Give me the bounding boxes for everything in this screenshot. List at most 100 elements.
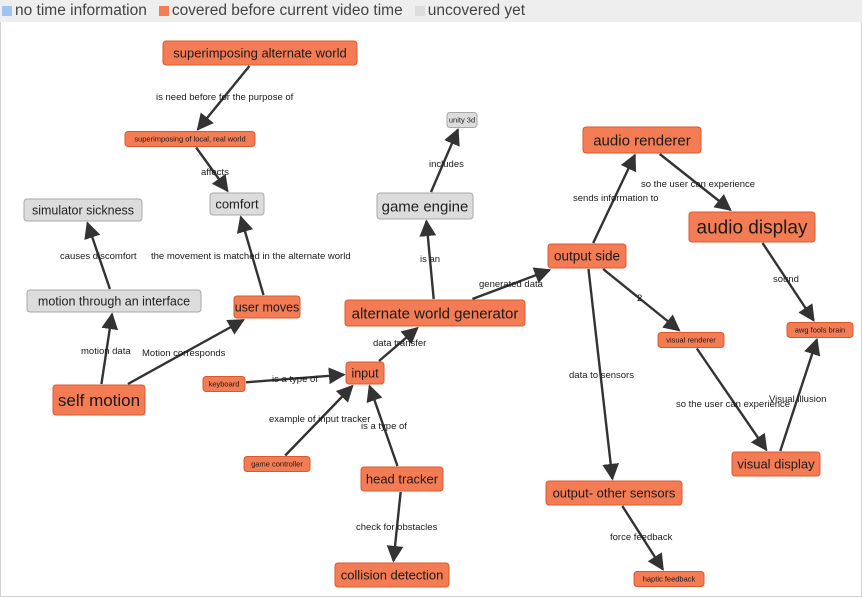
node-collision-detection[interactable]: collision detection — [334, 562, 450, 588]
node-label: output- other sensors — [553, 486, 676, 501]
legend-label: no time information — [15, 2, 147, 19]
edge-label: the movement is matched in the alternate… — [151, 251, 351, 262]
edge-superimposing-local-to-comfort — [195, 146, 229, 193]
node-box[interactable] — [582, 126, 702, 154]
edge-label: 2 — [637, 293, 642, 304]
node-box[interactable] — [688, 211, 816, 243]
node-box[interactable] — [376, 192, 474, 220]
edge-game-controller-to-input — [284, 384, 354, 457]
node-user-moves[interactable]: user moves — [233, 295, 301, 319]
node-label: simulator sickness — [32, 203, 134, 217]
edge-self-motion-to-motion-interface — [100, 312, 119, 385]
node-label: game controller — [251, 460, 303, 469]
node-awg-fools-brain[interactable]: awg fools brain — [786, 322, 854, 338]
node-superimposing-alt[interactable]: superimposing alternate world — [162, 40, 358, 66]
node-box[interactable] — [446, 112, 478, 128]
legend-item-uncovered[interactable]: uncovered yet — [414, 2, 525, 20]
node-box[interactable] — [52, 384, 146, 416]
node-box[interactable] — [202, 376, 246, 392]
node-label: self motion — [58, 391, 140, 410]
edge-label: is an — [420, 254, 440, 265]
node-audio-display[interactable]: audio display — [688, 211, 816, 243]
node-label: keyboard — [209, 380, 240, 389]
node-label: visual display — [737, 457, 815, 472]
edge-user-moves-to-comfort — [236, 215, 265, 296]
node-head-tracker[interactable]: head tracker — [360, 466, 444, 492]
node-superimposing-local[interactable]: superimposing of local, real world — [124, 131, 256, 147]
node-label: head tracker — [366, 472, 439, 487]
node-label: collision detection — [341, 568, 444, 583]
node-simulator-sickness[interactable]: simulator sickness — [23, 198, 143, 222]
edge-input-to-alt-world-gen — [378, 326, 419, 362]
node-alt-world-gen[interactable]: alternate world generator — [344, 299, 526, 327]
edge-output-other-sensors-to-haptic-feedback — [621, 505, 664, 571]
node-box[interactable] — [124, 131, 256, 147]
edge-label: Visual illusion — [769, 394, 826, 405]
edge-label: data transfer — [373, 338, 426, 349]
node-box[interactable] — [233, 295, 301, 319]
node-label: audio display — [697, 218, 808, 239]
legend-item-no-time[interactable]: no time information — [2, 2, 147, 20]
node-label: comfort — [215, 197, 259, 212]
edge-label: data to sensors — [569, 370, 634, 381]
node-box[interactable] — [657, 332, 725, 348]
node-keyboard[interactable]: keyboard — [202, 376, 246, 392]
edge-label: generated data — [479, 279, 544, 290]
edge-label: sends information to — [573, 193, 659, 204]
node-box[interactable] — [344, 299, 526, 327]
node-motion-interface[interactable]: motion through an interface — [26, 289, 202, 313]
node-box[interactable] — [633, 571, 705, 587]
node-output-side[interactable]: output side — [547, 243, 627, 269]
edge-label: check for obstacles — [356, 522, 438, 533]
node-output-other-sensors[interactable]: output- other sensors — [545, 480, 683, 506]
edge-output-side-to-audio-renderer — [592, 153, 637, 244]
node-unity3d[interactable]: unity 3d — [446, 112, 478, 128]
node-label: audio renderer — [593, 132, 691, 149]
edge-label: affects — [201, 167, 229, 178]
edge-label: so the user can experience — [676, 399, 790, 410]
node-box[interactable] — [786, 322, 854, 338]
legend-label: covered before current video time — [171, 2, 403, 19]
node-label: unity 3d — [449, 116, 475, 125]
edge-game-engine-to-unity3d — [429, 127, 460, 193]
edge-superimposing-alt-to-superimposing-local — [196, 65, 251, 131]
node-visual-renderer[interactable]: visual renderer — [657, 332, 725, 348]
node-box[interactable] — [731, 451, 821, 477]
node-self-motion[interactable]: self motion — [52, 384, 146, 416]
edge-motion-interface-to-simulator-sickness — [84, 221, 112, 290]
node-box[interactable] — [545, 480, 683, 506]
node-box[interactable] — [162, 40, 358, 66]
legend-bar: no time information covered before curre… — [0, 0, 862, 22]
node-box[interactable] — [209, 192, 265, 216]
node-game-engine[interactable]: game engine — [376, 192, 474, 220]
edge-label: causes discomfort — [60, 251, 137, 262]
node-box[interactable] — [547, 243, 627, 269]
node-box[interactable] — [243, 456, 311, 472]
node-label: output side — [554, 249, 620, 264]
node-box[interactable] — [26, 289, 202, 313]
node-haptic-feedback[interactable]: haptic feedback — [633, 571, 705, 587]
edge-label: is a type of — [361, 421, 407, 432]
node-box[interactable] — [23, 198, 143, 222]
legend-item-covered[interactable]: covered before current video time — [158, 2, 403, 20]
node-visual-display[interactable]: visual display — [731, 451, 821, 477]
legend-swatch-blue — [2, 6, 12, 16]
concept-map[interactable]: is need before for the purpose ofaffects… — [1, 22, 861, 596]
edge-keyboard-to-input — [245, 367, 346, 385]
node-box[interactable] — [345, 361, 385, 385]
node-box[interactable] — [360, 466, 444, 492]
edge-output-side-to-output-other-sensors — [587, 268, 620, 481]
edge-self-motion-to-user-moves — [127, 318, 245, 386]
node-input[interactable]: input — [345, 361, 385, 385]
node-label: superimposing alternate world — [173, 46, 346, 61]
edge-label: force feedback — [610, 532, 673, 543]
node-audio-renderer[interactable]: audio renderer — [582, 126, 702, 154]
node-game-controller[interactable]: game controller — [243, 456, 311, 472]
node-box[interactable] — [334, 562, 450, 588]
node-label: alternate world generator — [352, 305, 519, 322]
node-comfort[interactable]: comfort — [209, 192, 265, 216]
edge-output-side-to-visual-renderer — [602, 268, 681, 332]
edge-visual-renderer-to-visual-display — [695, 347, 768, 452]
edge-alt-world-gen-to-output-side — [471, 267, 552, 301]
